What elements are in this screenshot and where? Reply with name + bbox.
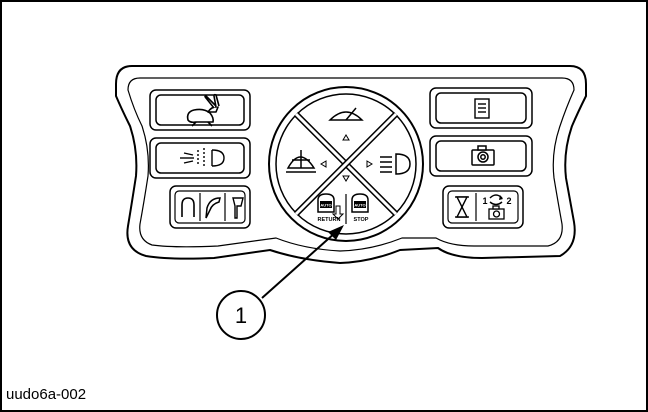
stop-label: STOP <box>354 217 369 223</box>
hourglass-icon <box>455 196 469 218</box>
rabbit-speed-button[interactable] <box>149 89 251 131</box>
hitch-icon <box>181 197 195 217</box>
hitch-button[interactable] <box>176 192 199 222</box>
bucket-icon <box>205 197 221 219</box>
hourglass-button[interactable] <box>449 192 475 222</box>
auto-stop-badge: AUTO <box>354 203 365 208</box>
camera-switch-button[interactable] <box>477 192 517 222</box>
menu-list-button[interactable] <box>429 87 533 129</box>
boom-button[interactable] <box>226 192 244 222</box>
rear-wiper-button[interactable] <box>286 150 327 173</box>
headlight-icon <box>380 153 411 175</box>
boom-icon <box>232 197 244 219</box>
camera-button[interactable] <box>429 135 533 177</box>
down-arrow-icon <box>342 175 350 182</box>
small-camera-icon <box>488 205 505 220</box>
auto-return-badge: AUTO <box>320 203 331 208</box>
auto-function-button[interactable] <box>317 175 369 224</box>
left-arrow-icon <box>320 160 327 168</box>
panel-inner-bezel <box>127 77 575 252</box>
spray-nozzle-icon <box>180 148 225 168</box>
return-label: RETURN <box>318 217 341 223</box>
front-wiper-button[interactable] <box>328 107 364 141</box>
bucket-curl-button[interactable] <box>201 192 224 222</box>
rabbit-icon <box>186 93 220 127</box>
work-light-button[interactable] <box>366 153 411 175</box>
figure-caption: uudo6a-002 <box>6 386 87 403</box>
callout-marker <box>216 290 266 340</box>
callout-leader <box>261 225 344 299</box>
right-arrow-icon <box>366 160 373 168</box>
sequence-label-one: 1 <box>482 196 487 206</box>
callout-number: 1 <box>235 303 247 328</box>
up-arrow-icon <box>342 134 350 141</box>
washer-spray-button[interactable] <box>149 137 251 179</box>
front-wiper-icon <box>328 111 364 121</box>
list-icon <box>474 98 490 119</box>
auto-stop-icon <box>351 193 369 213</box>
auto-return-icon <box>317 193 345 220</box>
center-control-pad <box>268 86 424 242</box>
rear-wiper-icon <box>286 150 316 173</box>
sequence-label-two: 2 <box>506 196 511 206</box>
camera-icon <box>471 145 495 166</box>
